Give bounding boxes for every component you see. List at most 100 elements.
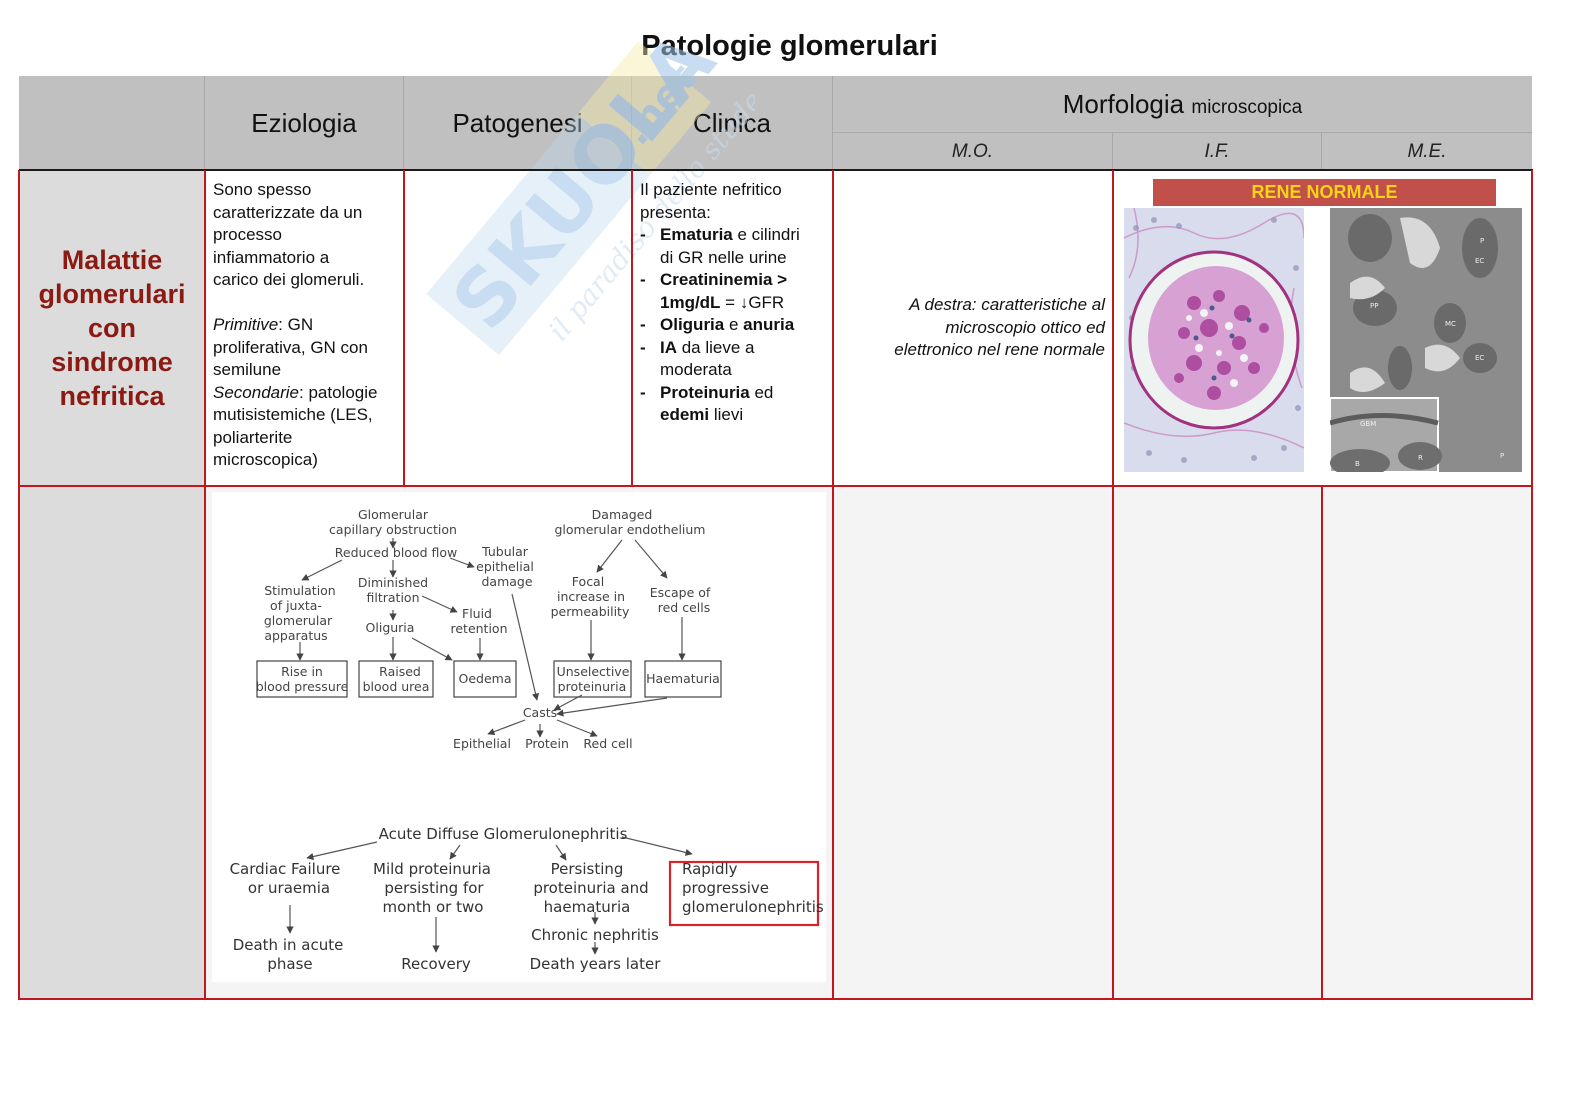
row-label-line: con — [87, 313, 136, 343]
text-span: ed — [749, 382, 774, 402]
node-escape-red-cells: Escape of — [650, 585, 711, 600]
node-stimulation: apparatus — [264, 628, 327, 643]
bold-term: 1mg/dL — [660, 292, 721, 312]
text-span: e — [724, 315, 744, 334]
pathogenesis-diagram: Glomerular capillary obstruction Reduced… — [230, 507, 824, 973]
table-header — [19, 76, 1532, 170]
text-span: : patologie — [299, 382, 378, 402]
col-border — [204, 170, 206, 1000]
text-line: proliferativa, GN con — [213, 337, 368, 357]
header-subdivider — [833, 132, 1532, 133]
node-damaged-endothelium: Damaged — [592, 507, 653, 522]
primitive-line: Primitive: GN — [213, 314, 401, 337]
box-oedema-label: Oedema — [459, 671, 512, 686]
node-rpgn: Rapidly — [682, 860, 738, 878]
clinica-text: Il paziente nefritico presenta: -Ematuri… — [640, 179, 828, 427]
em-label: EC — [1475, 257, 1484, 265]
node-glomerular-obstruction: capillary obstruction — [329, 522, 457, 537]
node-recovery: Recovery — [401, 955, 471, 973]
me-cell-empty — [1322, 486, 1532, 999]
node-mild-proteinuria: Mild proteinuria — [373, 860, 491, 878]
bold-term: Oliguria — [660, 315, 725, 334]
node-diminished-filtration: filtration — [367, 590, 420, 605]
node-damaged-endothelium: glomerular endothelium — [555, 522, 706, 537]
text-span: = ↓GFR — [720, 292, 785, 312]
box-haematuria-label: Haematuria — [646, 671, 720, 686]
header-divider — [1112, 133, 1113, 170]
header-clinica: Clinica — [692, 108, 772, 138]
text-line: carico dei glomeruli. — [213, 270, 365, 289]
node-cardiac-failure: or uraemia — [248, 879, 330, 897]
rene-normale-banner: RENE NORMALE — [1153, 179, 1496, 206]
header-divider — [631, 76, 632, 170]
box-haematuria — [644, 660, 722, 698]
node-casts-protein: Protein — [525, 736, 569, 751]
bullet-dash: - — [640, 382, 646, 402]
row-divider — [19, 485, 1533, 487]
text-line: processo — [213, 225, 282, 244]
if-cell-empty — [1113, 486, 1322, 999]
text-line: poliarterite — [213, 427, 293, 447]
secondarie-line: Secondarie: patologie — [213, 382, 401, 405]
text-line: presenta: — [640, 202, 711, 222]
header-divider — [204, 76, 205, 170]
text-line: microscopio ottico ed — [945, 317, 1105, 337]
node-acute-diffuse-gn: Acute Diffuse Glomerulonephritis — [379, 825, 628, 843]
box-rise-bp-label: blood pressure — [256, 679, 349, 694]
bold-term: anuria — [743, 315, 795, 334]
text-line: elettronico nel rene normale — [894, 340, 1105, 359]
subheader-mo: M.O. — [951, 141, 994, 162]
text-line: mutisistemiche (LES, — [213, 405, 373, 424]
box-unselective-proteinuria — [553, 660, 632, 698]
em-label: P — [1500, 452, 1504, 460]
node-stimulation: Stimulation — [264, 583, 335, 598]
node-tubular-damage: epithelial — [476, 559, 534, 574]
node-casts-epithelial: Epithelial — [453, 736, 511, 751]
bold-term: Creatininemia > — [660, 270, 788, 289]
node-stimulation: glomerular — [264, 613, 333, 628]
highlight-rpgn-box — [668, 860, 820, 927]
node-death-years-later: Death years later — [530, 955, 662, 973]
text-span: e cilindri — [732, 225, 800, 244]
col-border — [832, 170, 834, 1000]
text-span: lievi — [709, 405, 744, 424]
node-fluid-retention: Fluid — [462, 606, 492, 621]
node-rpgn: glomerulonephritis — [682, 898, 824, 916]
subheader-me: M.E. — [1407, 141, 1447, 162]
node-escape-red-cells: red cells — [658, 600, 710, 615]
electron-microscopy-image: P EC PP MC EC P GBM B R — [1330, 208, 1522, 472]
node-tubular-damage: Tubular — [481, 544, 529, 559]
col-border — [1531, 170, 1533, 1000]
bullet-dash: - — [640, 270, 646, 289]
row-label-line: nefritica — [59, 381, 165, 411]
header-divider — [403, 76, 404, 170]
node-casts: Casts — [523, 705, 557, 720]
text-line: microscopica) — [213, 450, 318, 469]
text-line: semilune — [213, 360, 282, 379]
row-label-line: sindrome — [51, 347, 173, 377]
table-bottom-border — [19, 998, 1533, 1000]
row-label-cell — [19, 171, 205, 486]
em-label: PP — [1370, 302, 1378, 310]
mo-cell-empty — [833, 486, 1113, 999]
header-morfologia-main: Morfologia — [1062, 89, 1185, 119]
primitive-label: Primitive — [213, 315, 279, 334]
text-line: Sono spesso — [213, 180, 312, 199]
box-raised-urea-label: Raised — [379, 664, 421, 679]
node-focal-permeability: Focal — [572, 574, 604, 589]
row-label-nefritica: Malattie glomerulari con sindrome nefrit… — [20, 243, 204, 413]
text-span: : GN — [278, 315, 314, 334]
text-span: moderata — [660, 360, 732, 379]
header-divider — [832, 76, 833, 170]
em-label: EC — [1475, 354, 1484, 362]
header-divider — [1321, 133, 1322, 170]
em-label: MC — [1445, 320, 1456, 328]
node-death-acute: phase — [267, 955, 312, 973]
node-focal-permeability: permeability — [551, 604, 630, 619]
text-line: caratterizzate da un — [213, 202, 363, 222]
col-border — [631, 170, 633, 486]
bold-term: edemi — [660, 405, 710, 424]
text-line: Il paziente nefritico — [640, 180, 782, 199]
